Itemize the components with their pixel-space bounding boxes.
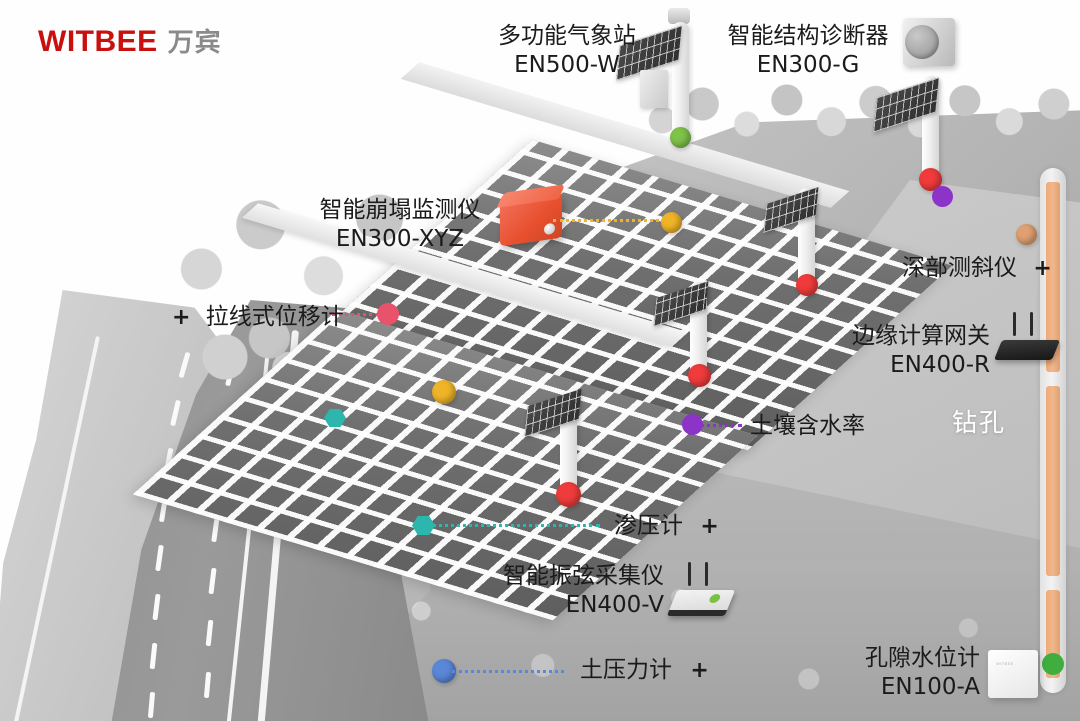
- marker-slope-pole-upper[interactable]: [796, 274, 818, 296]
- label-collapse-monitor: 智能崩塌监测仪 EN300-XYZ: [310, 196, 490, 255]
- borehole-casing: [1040, 168, 1066, 693]
- device-brand-text: WITBEE: [996, 661, 1014, 666]
- label-line-model: EN400-R: [890, 352, 990, 379]
- label-line-primary: 边缘计算网关: [852, 323, 990, 349]
- label-plus-sign: +: [690, 658, 709, 683]
- label-wireline-displacement-meter: + 拉线式位移计: [172, 303, 344, 332]
- vibrating-wire-collector-device-icon: [666, 590, 736, 616]
- label-structure-diagnoser: 智能结构诊断器 EN300-G: [718, 22, 898, 81]
- collector-led-icon: [708, 594, 722, 603]
- collector-antenna-icon: [705, 562, 708, 586]
- label-piezometer: 渗压计 +: [614, 512, 719, 541]
- marker-collapse-monitor[interactable]: [661, 212, 682, 233]
- label-line-primary: 土壤含水率: [750, 413, 865, 439]
- leader-collapse-monitor: [553, 219, 665, 222]
- label-earth-pressure-cell: 土压力计 +: [580, 656, 709, 685]
- label-line-primary: 土压力计: [580, 657, 672, 683]
- slope-pole: [560, 402, 577, 500]
- label-plus-sign: +: [1033, 256, 1052, 281]
- weather-station-enclosure: [640, 70, 668, 108]
- marker-slope-pole-middle[interactable]: [688, 364, 711, 387]
- marker-deep-inclinometer[interactable]: [1016, 224, 1037, 245]
- marker-piezometer[interactable]: [412, 516, 435, 535]
- label-line-primary: 拉线式位移计: [205, 304, 344, 330]
- tree-line-top: [640, 72, 1080, 152]
- marker-wireline-displacement[interactable]: [377, 303, 399, 325]
- brand-logo: WITBEE 万宾: [38, 22, 222, 59]
- label-line-model: EN100-A: [880, 674, 980, 701]
- gateway-antenna-icon: [1030, 312, 1033, 336]
- leader-earth-pressure-cell: [452, 670, 564, 673]
- label-line-model: EN300-G: [756, 52, 860, 79]
- edge-gateway-device-icon: [993, 340, 1061, 360]
- label-edge-computing-gateway: 边缘计算网关 EN400-R: [790, 322, 990, 381]
- label-weather-station: 多功能气象站 EN500-W: [467, 22, 667, 81]
- label-soil-moisture: 土壤含水率: [750, 412, 865, 441]
- label-vibrating-wire-collector: 智能振弦采集仪 EN400-V: [464, 562, 664, 621]
- marker-soil-moisture-upper[interactable]: [932, 186, 953, 207]
- borehole-segment: [1046, 386, 1060, 576]
- weather-sensor-head: [668, 8, 690, 24]
- borehole-label: 钻孔: [952, 408, 1007, 437]
- label-line-model: EN500-W: [514, 52, 620, 79]
- device-knob-icon: [544, 222, 555, 236]
- marker-collapse-monitor-lower[interactable]: [432, 380, 456, 404]
- label-line-primary: 深部测斜仪: [902, 255, 1017, 281]
- label-line-primary: 智能振弦采集仪: [503, 563, 664, 589]
- marker-weather-station[interactable]: [670, 127, 691, 148]
- leader-wireline-displacement: [332, 313, 380, 316]
- leader-piezometer: [432, 524, 600, 527]
- marker-slope-pole-lower[interactable]: [556, 482, 581, 507]
- label-line-primary: 渗压计: [614, 513, 683, 539]
- leader-soil-moisture: [700, 424, 742, 427]
- label-plus-sign: +: [700, 514, 719, 539]
- marker-soil-moisture[interactable]: [682, 414, 703, 435]
- label-pore-water-level-meter: 孔隙水位计 EN100-A: [820, 644, 980, 703]
- marker-pore-water-level[interactable]: [1042, 653, 1064, 675]
- label-line-primary: 多功能气象站: [498, 23, 636, 49]
- structure-diagnoser-device-icon: [903, 18, 955, 66]
- label-line-model: EN400-V: [565, 592, 664, 619]
- label-line-primary: 智能结构诊断器: [727, 23, 889, 49]
- collector-antenna-icon: [688, 562, 691, 586]
- marker-piezometer-upper[interactable]: [324, 409, 346, 427]
- pore-water-meter-device-icon: WITBEE: [988, 650, 1038, 698]
- label-line-primary: 孔隙水位计: [865, 645, 980, 671]
- label-deep-inclinometer: 深部测斜仪 +: [902, 254, 1052, 283]
- gateway-antenna-icon: [1013, 312, 1016, 336]
- label-line-model: EN300-XYZ: [335, 226, 465, 253]
- label-plus-sign: +: [172, 305, 191, 330]
- brand-name-cn: 万宾: [167, 28, 222, 58]
- label-line-primary: 智能崩塌监测仪: [319, 197, 481, 223]
- borehole-segment: [1046, 182, 1060, 372]
- marker-structure-diagnoser[interactable]: [919, 168, 942, 191]
- diagnoser-lens-icon: [905, 25, 939, 59]
- brand-name-en: WITBEE: [38, 25, 158, 58]
